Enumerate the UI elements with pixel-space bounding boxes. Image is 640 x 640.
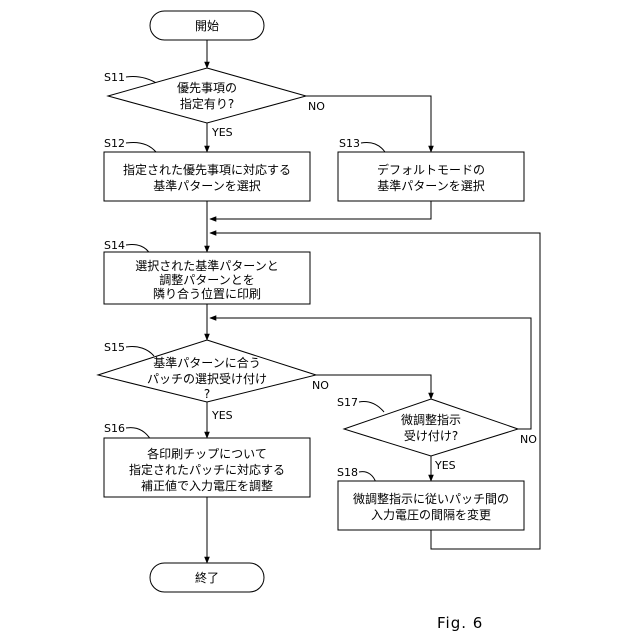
s15-text-line-2: パッチの選択受け付け (147, 372, 267, 386)
s14-text-line-1: 選択された基準パターンと (135, 258, 278, 273)
s13-text-line-2: 基準パターンを選択 (377, 178, 484, 193)
s11-yes-label: YES (211, 126, 233, 139)
s17-step-label: S17 (337, 396, 358, 409)
edge-s15-no-s17 (316, 375, 431, 399)
s13-text-line-1: デフォルトモードの (377, 162, 485, 177)
s12-text-line-2: 基準パターンを選択 (153, 178, 260, 193)
s18-text-line-1: 微調整指示に従いパッチ間の (353, 491, 509, 506)
s12-step-label: S12 (104, 137, 125, 150)
end-label: 終了 (195, 570, 219, 585)
leader-s15 (126, 346, 154, 356)
leader-s12 (126, 142, 156, 152)
s13-step-label: S13 (339, 137, 360, 150)
s17-text-line-1: 微調整指示 (401, 412, 461, 427)
s14-step-label: S14 (104, 239, 125, 252)
start-label: 開始 (195, 19, 219, 33)
s15-step-label: S15 (104, 341, 125, 354)
s17-text-line-2: 受け付け? (404, 429, 458, 443)
leader-s13 (361, 142, 385, 152)
s15-yes-label: YES (211, 409, 233, 422)
s18-step-label: S18 (337, 466, 358, 479)
s11-step-label: S11 (104, 71, 125, 84)
s11-text-line-1: 優先事項の (177, 81, 237, 95)
s18-text-line-2: 入力電圧の間隔を変更 (371, 507, 491, 522)
s15-no-label: NO (312, 379, 329, 392)
edge-s13-merge (210, 201, 431, 219)
s15-decision: 基準パターンに合う パッチの選択受け付け ? S15 (98, 340, 316, 402)
s17-diamond (344, 399, 518, 456)
s11-diamond (108, 68, 306, 123)
s12-text-line-1: 指定された優先事項に対応する (123, 162, 291, 177)
start-node: 開始 (150, 11, 264, 40)
s15-text-line-3: ? (204, 387, 210, 401)
s15-text-line-1: 基準パターンに合う (153, 355, 260, 370)
s17-decision: 微調整指示 受け付け? S17 (337, 396, 518, 456)
s16-step-label: S16 (104, 422, 125, 435)
figure-caption: Fig. 6 (437, 614, 483, 632)
leader-s17 (359, 402, 384, 412)
end-node: 終了 (150, 563, 264, 592)
s16-text-line-1: 各印刷チップについて (147, 446, 267, 461)
s11-no-label: NO (308, 100, 325, 113)
s17-yes-label: YES (434, 459, 456, 472)
s16-text-line-3: 補正値で入力電圧を調整 (141, 478, 273, 493)
s14-text-line-2: 調整パターンとを (159, 272, 254, 287)
s17-no-label: NO (520, 433, 537, 446)
s11-text-line-2: 指定有り? (180, 96, 234, 111)
s16-text-line-2: 指定されたパッチに対応する (129, 462, 285, 477)
s14-text-line-3: 隣り合う位置に印刷 (153, 286, 261, 301)
